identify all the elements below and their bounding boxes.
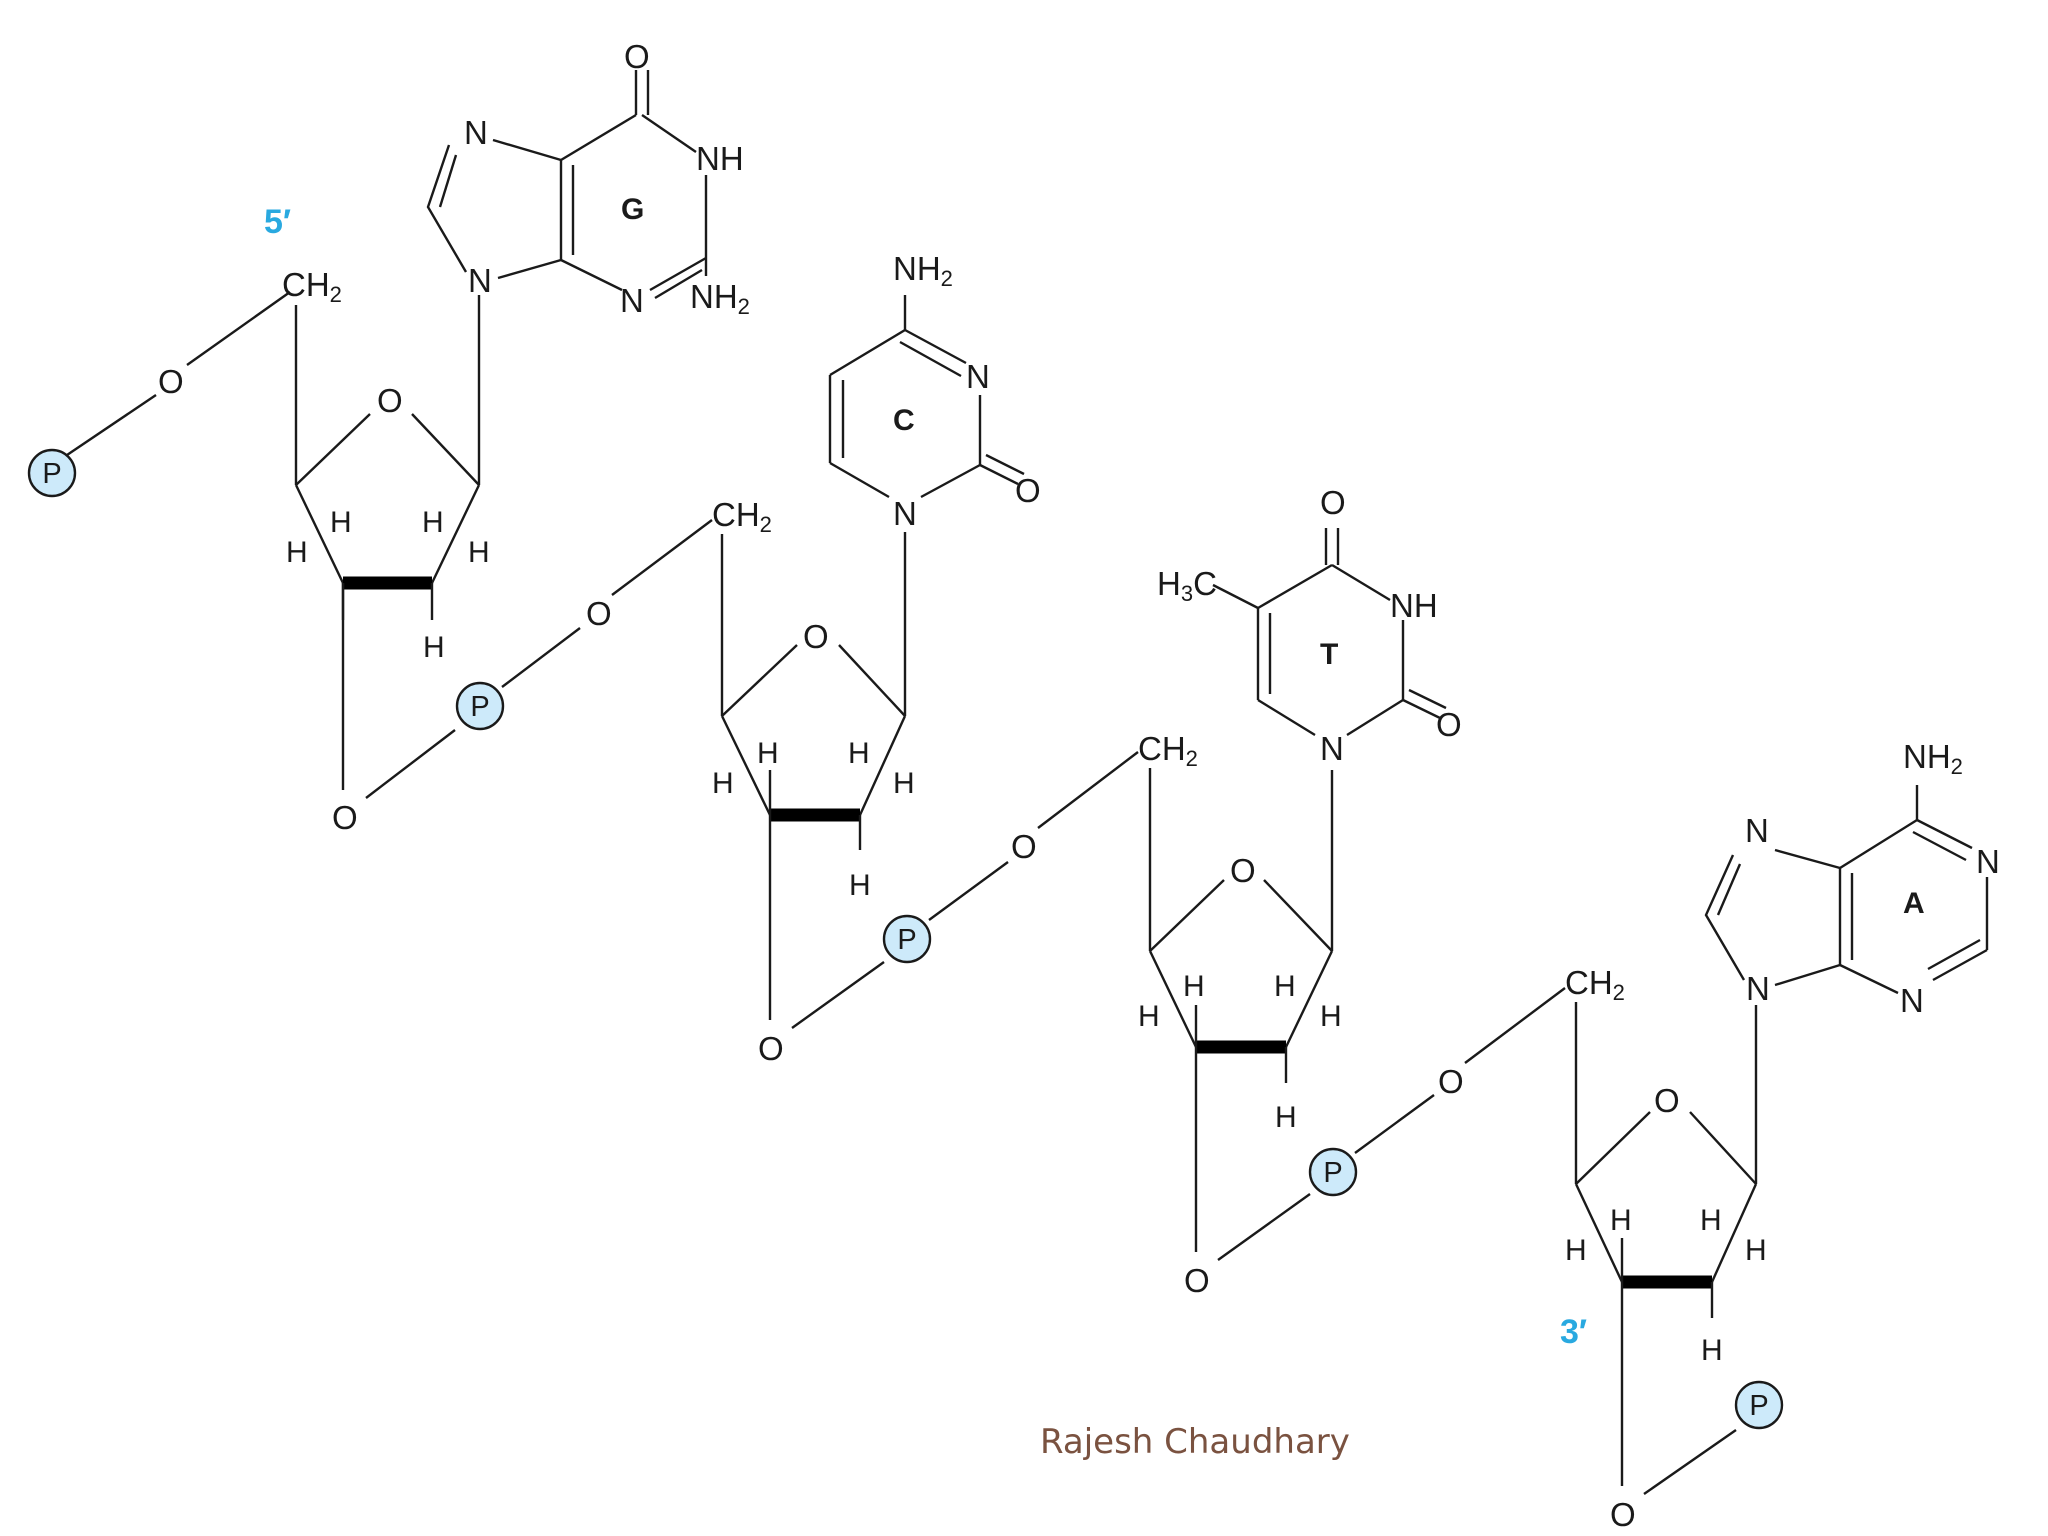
ch2-2: CH2 — [712, 496, 772, 537]
atom-label: H — [1610, 1204, 1632, 1237]
t-n1: N — [1320, 730, 1344, 767]
atom-label: H — [1700, 1204, 1722, 1237]
a-n1: N — [1976, 843, 2000, 880]
atom-label: P — [1323, 1157, 1342, 1189]
ester-oxygen-1: O — [158, 363, 184, 400]
atom-label: H — [330, 506, 352, 539]
c-o2: O — [1015, 472, 1041, 509]
atom-label: H — [423, 631, 445, 664]
atom-label: H — [848, 737, 870, 770]
three-prime-label: 3′ — [1560, 1313, 1587, 1351]
c-n3: N — [966, 358, 990, 395]
author-credit: Rajesh Chaudhary — [1040, 1422, 1350, 1462]
nucleotide-t: CH2 O H H H H H O — [1138, 484, 1462, 1299]
atom-label: H — [1745, 1234, 1767, 1267]
bridge-oxygen-3: O — [1184, 1262, 1210, 1299]
atom-label: P — [1749, 1390, 1768, 1422]
bridge-oxygen-4: O — [1610, 1496, 1636, 1533]
ring-oxygen-3: O — [1230, 852, 1256, 889]
atom-label: H — [1183, 970, 1205, 1003]
thymine-base: N NH O O H3C T — [1157, 484, 1462, 767]
atom-label: H — [1138, 1000, 1160, 1033]
atom-label: H — [422, 506, 444, 539]
atom-label: P — [897, 924, 916, 956]
phosphate-1: P — [27, 448, 77, 498]
atom-label: H — [1701, 1334, 1723, 1367]
base-letter-c: C — [893, 404, 915, 437]
atom-label: H — [893, 767, 915, 800]
atom-label: P — [470, 691, 489, 723]
five-prime-label: 5′ — [264, 203, 291, 241]
atom-label: H — [712, 767, 734, 800]
a-n3: N — [1900, 982, 1924, 1019]
g-n7: N — [464, 114, 488, 151]
ring-oxygen-4: O — [1654, 1082, 1680, 1119]
adenine-base: N N N N NH2 A — [1704, 738, 2000, 1019]
atom-label: H — [1274, 970, 1296, 1003]
g-nh: NH — [696, 140, 744, 177]
a-n7: N — [1745, 812, 1769, 849]
a-n9: N — [1746, 970, 1770, 1007]
c-nh2: NH2 — [893, 250, 953, 291]
phosphate-3: P — [882, 914, 932, 964]
ester-oxygen-4: O — [1438, 1063, 1464, 1100]
g-o6: O — [624, 38, 650, 75]
phosphate-4: P — [1308, 1147, 1358, 1197]
atom-label: H — [468, 536, 490, 569]
base-letter-t: T — [1320, 638, 1338, 671]
t-nh: NH — [1390, 587, 1438, 624]
ester-oxygen-2: O — [586, 595, 612, 632]
atom-label: H — [1565, 1234, 1587, 1267]
atom-label: H — [1275, 1101, 1297, 1134]
cytosine-base: N N O NH2 C — [828, 250, 1041, 532]
ring-oxygen-1: O — [377, 382, 403, 419]
c-n1: N — [893, 495, 917, 532]
g-n9: N — [468, 262, 492, 299]
t-o4: O — [1320, 484, 1346, 521]
guanine-base: N N N O NH NH2 G — [426, 38, 750, 319]
nucleotide-a: CH2 O H H H H H O — [1565, 738, 2000, 1533]
base-letter-a: A — [1903, 887, 1925, 920]
ester-oxygen-3: O — [1011, 828, 1037, 865]
a-nh2: NH2 — [1903, 738, 1963, 779]
t-methyl: H3C — [1157, 565, 1217, 606]
nucleotide-c: CH2 O H H H H H O N — [712, 250, 1041, 1067]
g-n3: N — [620, 282, 644, 319]
atom-label: H — [286, 536, 308, 569]
atom-label: H — [849, 869, 871, 902]
base-letter-g: G — [621, 193, 644, 226]
bridge-oxygen-1: O — [332, 799, 358, 836]
ch2-3: CH2 — [1138, 730, 1198, 771]
ring-oxygen-2: O — [803, 618, 829, 655]
g-nh2: NH2 — [690, 278, 750, 319]
ch2-1: CH2 — [282, 266, 342, 307]
phosphate-5: P — [1734, 1380, 1784, 1430]
phosphate-2: P — [455, 681, 505, 731]
ch2-4: CH2 — [1565, 964, 1625, 1005]
bridge-oxygen-2: O — [758, 1030, 784, 1067]
atom-label: H — [757, 737, 779, 770]
t-o2: O — [1436, 706, 1462, 743]
nucleotide-g: CH2 O H H H H H O — [282, 38, 750, 836]
phosphate-1-label: P — [42, 458, 61, 490]
atom-label: H — [1320, 1000, 1342, 1033]
